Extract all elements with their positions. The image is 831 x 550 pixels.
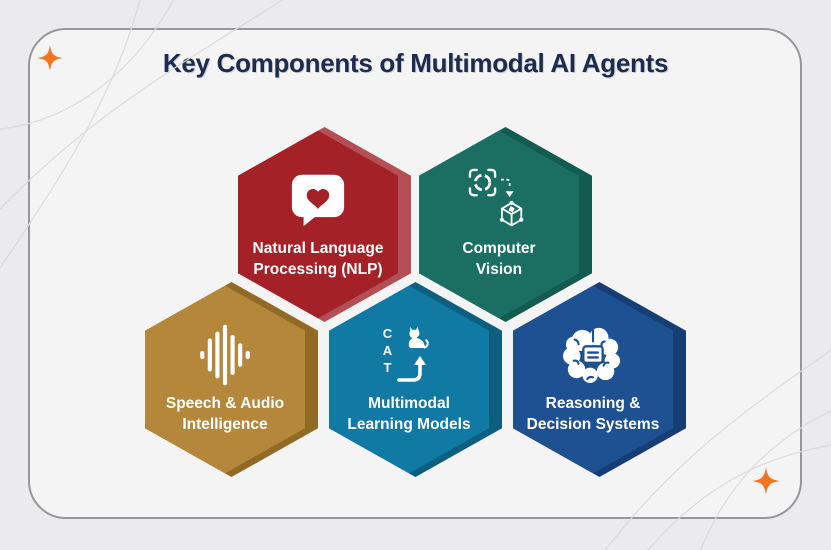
hexagon-multimodal-learning: C A T Multimodal Learn [329,282,502,477]
brain-document-icon [562,322,624,388]
cat-letters: C A T [382,326,393,375]
chat-heart-icon [289,167,347,233]
audio-waveform-icon [192,322,258,388]
cat-text-to-image-icon: C A T [383,322,435,388]
cat-and-arrow-icon [397,326,429,382]
hexagon-label: Natural Language Processing (NLP) [252,240,384,278]
hexagon-label: Speech & Audio Intelligence [165,395,285,433]
page-title: Key Components of Multimodal AI Agents [162,48,669,78]
hexagon-label: Reasoning & Decision Systems [526,395,660,433]
hexagon-label: Computer Vision [462,240,536,278]
scan-to-cube-icon [468,167,530,233]
hexagon-label: Multimodal Learning Models [347,395,471,433]
